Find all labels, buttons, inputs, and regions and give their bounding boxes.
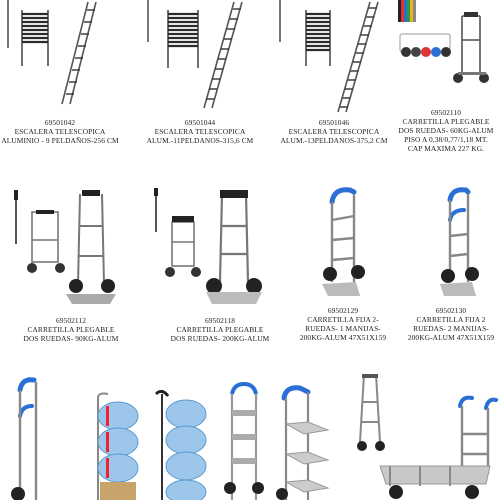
- folding-hand-truck-60kg-image: [398, 0, 500, 100]
- product-description-line: 200KG-ALUM 47X51X159: [407, 333, 495, 342]
- product-caption: 69501042 ESCALERA TELESCOPICA ALUMINIO -…: [0, 118, 120, 145]
- product-description-line: CAP MAXIMA 227 KG.: [407, 144, 485, 153]
- product-caption: 69501044 ESCALERA TELESCOPICA ALUM.-11PE…: [140, 118, 260, 145]
- product-code: 69502130: [435, 306, 467, 315]
- water-jug-hand-truck-tall-image: [152, 389, 214, 500]
- hand-truck-blue-handles-image: [10, 376, 50, 500]
- product-caption: 69502129 CARRETILLA FIJA 2- RUEDAS- 1 MA…: [288, 306, 398, 342]
- product-description-line: RUEDAS- 2 MANIJAS-: [413, 324, 489, 333]
- telescopic-ladder-13-image: [278, 0, 379, 114]
- convertible-hand-truck-small-image: [350, 372, 390, 452]
- product-description-line: DOS RUEDAS- 90KG-ALUM: [23, 334, 119, 343]
- convertible-hand-truck-large-image: [376, 394, 500, 500]
- shelf-hand-truck-image: [224, 381, 264, 500]
- product-code: 69501046: [318, 118, 350, 127]
- multi-shelf-hand-truck-image: [274, 384, 332, 500]
- product-caption: 69501046 ESCALERA TELESCOPICA ALUM.-13PE…: [274, 118, 394, 145]
- product-description-line: ALUMINIO - 9 PELDAÑOS-256 CM: [1, 136, 119, 145]
- product-description-line: ESCALERA TELESCOPICA: [154, 127, 246, 136]
- folding-hand-truck-90kg-image: [10, 186, 120, 308]
- product-description-line: DOS RUEDAS- 60KG-ALUM: [398, 126, 494, 135]
- product-description-line: DOS RUEDAS- 200KG-ALUM: [170, 334, 270, 343]
- folding-hand-truck-200kg-image: [150, 186, 270, 308]
- product-description-line: RUEDAS- 1 MANIJAS-: [305, 324, 381, 333]
- product-description-line: CARRETILLA PLEGABLE: [27, 325, 115, 334]
- product-description-line: ALUM.-11PELDANOS-315,6 CM: [146, 136, 254, 145]
- product-description-line: CARRETILLA FIJA 2: [416, 315, 486, 324]
- product-description-line: ESCALERA TELESCOPICA: [14, 127, 106, 136]
- fixed-hand-truck-2-handles-image: [436, 186, 500, 298]
- product-code: 69501044: [184, 118, 216, 127]
- product-code: 69502129: [327, 306, 359, 315]
- product-caption: 69502118 CARRETILLA PLEGABLE DOS RUEDAS-…: [160, 316, 280, 343]
- water-jug-hand-truck-image: [86, 392, 146, 500]
- telescopic-ladder-11-image: [146, 0, 246, 112]
- product-code: 69502118: [204, 316, 236, 325]
- product-description-line: CARRETILLA FIJA 2-: [307, 315, 379, 324]
- product-description-line: PISO A 0,38/0,77/1,18 MT.: [404, 135, 488, 144]
- product-caption: 69502110 CARRETILLA PLEGABLE DOS RUEDAS-…: [390, 108, 500, 153]
- product-description-line: CARRETILLA PLEGABLE: [176, 325, 264, 334]
- telescopic-ladder-9-image: [4, 0, 104, 110]
- product-description-line: 200KG-ALUM 47X51X159: [299, 333, 387, 342]
- product-description-line: ALUM.-13PELDANOS-375,2 CM: [280, 136, 388, 145]
- product-caption: 69502112 CARRETILLA PLEGABLE DOS RUEDAS-…: [16, 316, 126, 343]
- product-description-line: ESCALERA TELESCOPICA: [288, 127, 380, 136]
- fixed-hand-truck-1-handle-image: [318, 186, 378, 298]
- product-caption: 69502130 CARRETILLA FIJA 2 RUEDAS- 2 MAN…: [396, 306, 500, 342]
- product-code: 69502112: [55, 316, 87, 325]
- product-code: 69502110: [430, 108, 462, 117]
- product-description-line: CARRETILLA PLEGABLE: [402, 117, 490, 126]
- product-code: 69501042: [44, 118, 76, 127]
